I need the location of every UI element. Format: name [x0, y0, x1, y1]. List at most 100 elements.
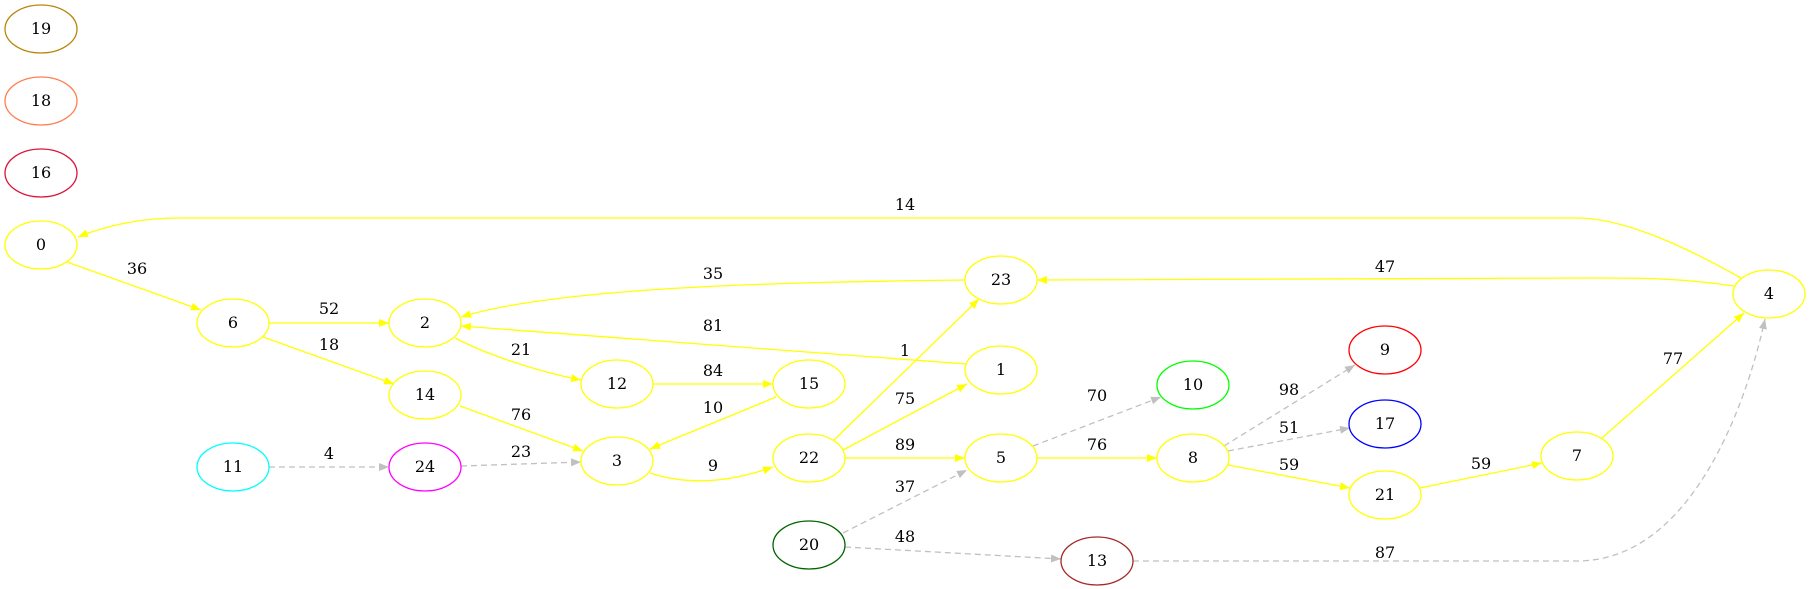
edge-2-12: 21 [454, 337, 582, 383]
node-label: 4 [1764, 284, 1774, 303]
node-5[interactable]: 5 [964, 433, 1038, 483]
edge-line [649, 466, 774, 482]
node-ellipse [964, 255, 1038, 305]
edge-6-2: 52 [269, 299, 389, 327]
node-14[interactable]: 14 [388, 370, 462, 420]
edge-12-15: 84 [653, 361, 773, 388]
node-label: 10 [1183, 375, 1203, 394]
node-ellipse [388, 442, 462, 492]
node-16[interactable]: 16 [4, 148, 78, 198]
node-19[interactable]: 19 [4, 4, 78, 54]
edge-line [1227, 464, 1351, 491]
node-label: 16 [31, 163, 51, 182]
edge-line [833, 298, 980, 441]
node-21[interactable]: 21 [1348, 470, 1422, 520]
node-11[interactable]: 11 [196, 442, 270, 492]
node-2[interactable]: 2 [388, 298, 462, 348]
edge-line [844, 546, 1062, 563]
edge-8-21: 59 [1227, 455, 1351, 491]
node-24[interactable]: 24 [388, 442, 462, 492]
edge-line [1133, 318, 1767, 562]
node-ellipse [772, 359, 846, 409]
edge-line [460, 322, 967, 365]
edge-line [460, 279, 966, 318]
node-22[interactable]: 22 [772, 433, 846, 483]
node-ellipse [388, 298, 462, 348]
edge-8-9: 98 [1223, 364, 1356, 447]
edge-label: 84 [703, 361, 723, 380]
edge-label: 70 [1087, 386, 1107, 405]
node-ellipse [388, 370, 462, 420]
edge-label: 59 [1279, 455, 1299, 474]
edge-label: 1 [900, 341, 910, 360]
node-ellipse [1348, 325, 1422, 375]
node-ellipse [580, 359, 654, 409]
node-ellipse [964, 433, 1038, 483]
node-6[interactable]: 6 [196, 298, 270, 348]
node-label: 22 [799, 448, 819, 467]
edge-label: 51 [1279, 418, 1299, 437]
node-12[interactable]: 12 [580, 359, 654, 409]
edge-label: 21 [511, 340, 531, 359]
edge-label: 87 [1375, 543, 1395, 562]
node-20[interactable]: 20 [772, 520, 846, 570]
node-0[interactable]: 0 [4, 220, 78, 270]
edge-line [1227, 425, 1351, 452]
edge-6-14: 18 [262, 335, 395, 385]
edge-label: 35 [703, 264, 723, 283]
node-label: 6 [228, 313, 238, 332]
node-label: 17 [1375, 414, 1395, 433]
node-13[interactable]: 13 [1060, 536, 1134, 586]
node-18[interactable]: 18 [4, 76, 78, 126]
node-ellipse [196, 442, 270, 492]
edge-label: 9 [708, 456, 718, 475]
node-ellipse [1156, 360, 1230, 410]
edge-21-7: 59 [1419, 454, 1543, 489]
node-9[interactable]: 9 [1348, 325, 1422, 375]
node-ellipse [1348, 470, 1422, 520]
edge-24-3: 23 [460, 442, 582, 467]
edge-8-17: 51 [1227, 418, 1351, 452]
node-1[interactable]: 1 [964, 345, 1038, 395]
node-7[interactable]: 7 [1540, 431, 1614, 481]
node-label: 19 [31, 19, 51, 38]
node-15[interactable]: 15 [772, 359, 846, 409]
edge-label: 76 [1087, 435, 1107, 454]
edge-label: 18 [319, 335, 339, 354]
node-label: 1 [996, 360, 1006, 379]
edge-0-6: 36 [66, 259, 202, 311]
edge-23-2: 35 [460, 264, 966, 318]
node-8[interactable]: 8 [1156, 433, 1230, 483]
node-label: 9 [1380, 340, 1390, 359]
node-23[interactable]: 23 [964, 255, 1038, 305]
edge-22-1: 75 [842, 383, 968, 451]
node-10[interactable]: 10 [1156, 360, 1230, 410]
edge-label: 48 [895, 527, 915, 546]
node-label: 0 [36, 235, 46, 254]
edge-20-13: 48 [844, 527, 1062, 563]
edge-4-23: 47 [1036, 257, 1735, 287]
edge-20-5: 37 [842, 469, 968, 534]
edge-line [842, 469, 968, 534]
edge-label: 76 [511, 405, 531, 424]
edge-line [1601, 312, 1745, 439]
edge-label: 14 [895, 195, 915, 214]
node-label: 5 [996, 448, 1006, 467]
edge-line [454, 337, 582, 383]
edge-line [262, 336, 395, 385]
edge-14-3: 76 [459, 405, 584, 452]
edge-11-24: 4 [269, 444, 389, 471]
node-4[interactable]: 4 [1732, 269, 1806, 319]
node-17[interactable]: 17 [1348, 399, 1422, 449]
node-label: 15 [799, 374, 819, 393]
edge-label: 52 [319, 299, 339, 318]
node-3[interactable]: 3 [580, 436, 654, 486]
edge-label: 75 [895, 389, 915, 408]
node-label: 20 [799, 535, 819, 554]
node-ellipse [4, 76, 78, 126]
edge-line [459, 405, 584, 452]
edge-1-2: 81 [460, 316, 967, 365]
edge-label: 10 [703, 398, 723, 417]
node-ellipse [772, 520, 846, 570]
